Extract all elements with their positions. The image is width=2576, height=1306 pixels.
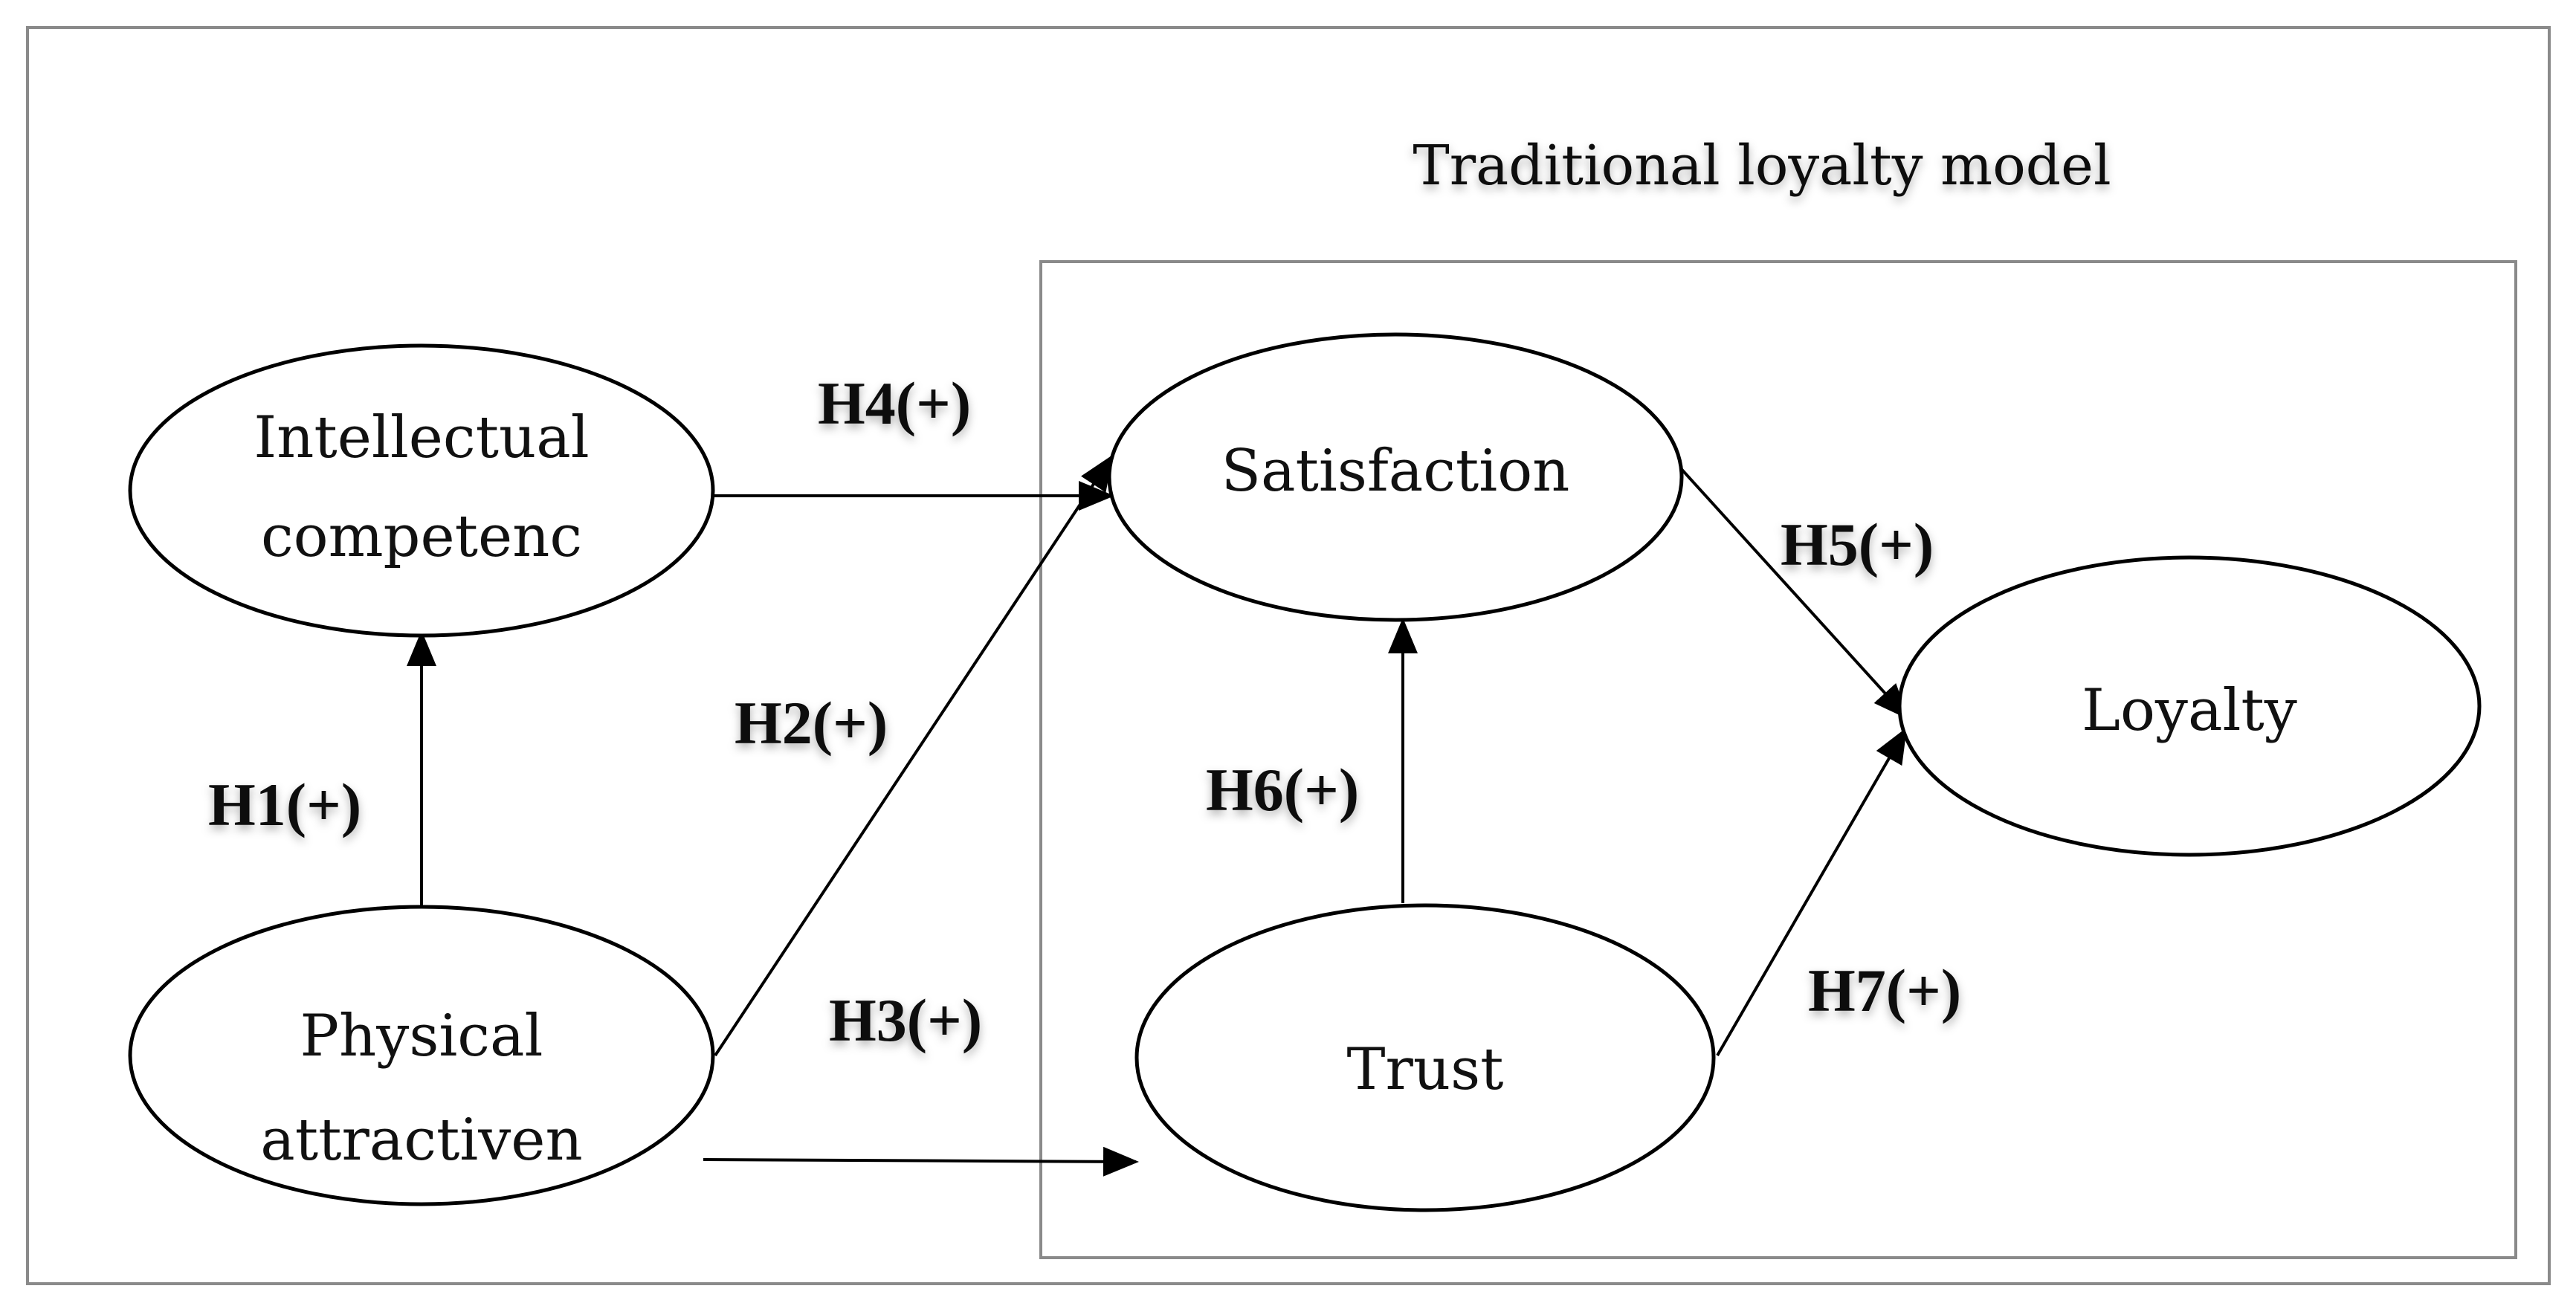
label-h7: H7(+) xyxy=(1808,957,1961,1024)
label-h2: H2(+) xyxy=(735,689,888,757)
edge-h2 xyxy=(714,454,1114,1057)
label-h1: H1(+) xyxy=(208,771,361,838)
node-trust: Trust xyxy=(1134,903,1716,1212)
label-h4: H4(+) xyxy=(818,369,971,437)
traditional-model-frame xyxy=(1039,260,2517,1259)
label-h6: H6(+) xyxy=(1206,756,1359,824)
node-physical-attractiveness: Physical attractiven xyxy=(128,905,715,1206)
edge-h5 xyxy=(1677,465,1909,720)
outer-frame xyxy=(26,26,2551,1285)
node-intellectual-line1: Intellectual xyxy=(254,404,589,471)
edge-h3 xyxy=(703,1146,1139,1177)
node-satisfaction: Satisfaction xyxy=(1107,332,1684,622)
node-intellectual-line2: competenc xyxy=(261,503,582,570)
traditional-model-title: Traditional loyalty model xyxy=(1413,134,2111,198)
label-h5: H5(+) xyxy=(1781,511,1934,578)
node-physical-line2: attractiven xyxy=(260,1107,582,1174)
node-loyalty-label: Loyalty xyxy=(2082,677,2297,744)
edge-h7 xyxy=(1716,727,1908,1057)
node-loyalty: Loyalty xyxy=(1897,555,2482,857)
label-h3: H3(+) xyxy=(829,986,982,1054)
node-satisfaction-label: Satisfaction xyxy=(1221,438,1570,505)
node-trust-label: Trust xyxy=(1347,1036,1504,1103)
node-intellectual-competence: Intellectual competenc xyxy=(128,343,715,638)
node-physical-line1: Physical xyxy=(300,1003,543,1070)
